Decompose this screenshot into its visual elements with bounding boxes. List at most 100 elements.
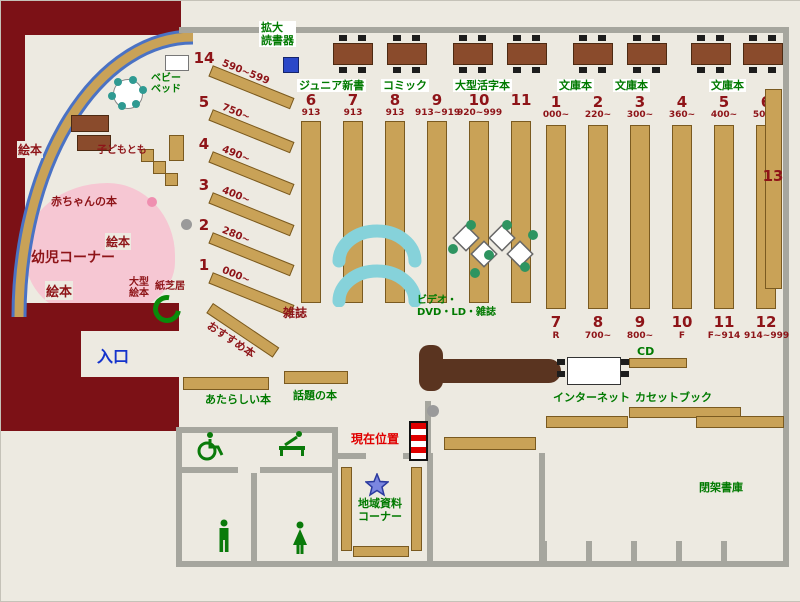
wall bbox=[676, 541, 682, 563]
wall bbox=[176, 427, 338, 433]
stack-range: F bbox=[678, 331, 686, 341]
stack-range: 000~ bbox=[542, 110, 570, 120]
stack-number: 3 bbox=[634, 93, 646, 111]
ehon-label: 絵本 bbox=[105, 233, 132, 250]
chair bbox=[652, 67, 660, 73]
recommended-books-shelf: おすすめ本 bbox=[197, 303, 280, 371]
ehon-label: 絵本 bbox=[17, 141, 44, 158]
stack-number: 9 bbox=[634, 313, 646, 331]
chair bbox=[579, 67, 587, 73]
shelf bbox=[353, 546, 409, 557]
stack-range: 800~ bbox=[626, 331, 654, 341]
stack-number: 7 bbox=[347, 91, 359, 109]
kodomo-tomo-label: 子どもとも bbox=[97, 145, 147, 156]
local-corner-label: 地域資料 コーナー bbox=[335, 497, 425, 523]
shelf bbox=[444, 437, 536, 450]
wall bbox=[332, 427, 338, 567]
stack-number: 10 bbox=[671, 313, 693, 331]
chair bbox=[358, 35, 366, 41]
stack-number: 12 bbox=[755, 313, 777, 331]
stool bbox=[132, 100, 140, 108]
new-books-label: あたらしい本 bbox=[205, 393, 271, 406]
stack-range: 220~ bbox=[584, 110, 612, 120]
shelf bbox=[165, 173, 178, 186]
cassette-label: カセットブック bbox=[635, 391, 712, 404]
chair bbox=[478, 67, 486, 73]
chair bbox=[633, 67, 641, 73]
av-label-line1: ビデオ・ bbox=[417, 295, 457, 306]
stack-shelf bbox=[765, 89, 782, 289]
stack-number: 5 bbox=[718, 93, 730, 111]
stack-number: 9 bbox=[431, 91, 443, 109]
internet-label: インターネット bbox=[553, 391, 630, 404]
stack-shelf bbox=[714, 125, 734, 309]
reading-table bbox=[691, 35, 731, 73]
stack-number: 8 bbox=[389, 91, 401, 109]
chair bbox=[598, 35, 606, 41]
chair bbox=[339, 67, 347, 73]
chair bbox=[412, 67, 420, 73]
stack-shelf bbox=[301, 121, 321, 303]
current-location-marker bbox=[409, 421, 428, 461]
shelf bbox=[411, 467, 422, 551]
chair bbox=[478, 35, 486, 41]
chair bbox=[459, 67, 467, 73]
magazine-rack bbox=[332, 224, 422, 307]
chair bbox=[749, 67, 757, 73]
reading-device-icon bbox=[283, 57, 299, 73]
reading-table bbox=[507, 35, 547, 73]
chair bbox=[621, 359, 629, 365]
wall bbox=[338, 453, 366, 459]
stack-range: 913~919 bbox=[415, 108, 461, 118]
kids-table bbox=[71, 115, 109, 132]
stool bbox=[147, 197, 157, 207]
stool bbox=[114, 78, 122, 86]
ehon-label: 絵本 bbox=[45, 281, 74, 300]
kids-shelf-number: 14 bbox=[193, 49, 215, 67]
chair bbox=[749, 35, 757, 41]
chair bbox=[513, 67, 521, 73]
av-label: ビデオ・ DVD・LD・雑誌 bbox=[417, 295, 496, 319]
reading-table bbox=[333, 35, 373, 73]
shelf bbox=[696, 416, 784, 428]
stack-number: 11 bbox=[713, 313, 735, 331]
stack-range: 300~ bbox=[626, 110, 654, 120]
chair bbox=[697, 67, 705, 73]
womens-room-icon bbox=[293, 521, 307, 554]
magazines-label: 雑誌 bbox=[283, 306, 308, 320]
stack-range: 913 bbox=[343, 108, 363, 118]
zoom-reader-line1: 拡大 bbox=[261, 21, 283, 34]
baby-bed-line1: ベビー bbox=[151, 73, 181, 84]
stack-range: F~914 bbox=[707, 331, 741, 341]
wall bbox=[631, 541, 637, 563]
star-icon bbox=[365, 473, 389, 497]
stack-number: 11 bbox=[510, 91, 532, 109]
stack-range: R bbox=[552, 331, 560, 341]
stool bbox=[108, 92, 116, 100]
wall bbox=[425, 401, 431, 455]
stack-shelf bbox=[546, 125, 566, 309]
stack-range: 913 bbox=[385, 108, 405, 118]
wall bbox=[182, 467, 238, 473]
wall bbox=[260, 467, 332, 473]
stack-number: 1 bbox=[550, 93, 562, 111]
chair bbox=[358, 67, 366, 73]
stack-number: 7 bbox=[550, 313, 562, 331]
current-location-label: 現在位置 bbox=[351, 432, 400, 446]
chair bbox=[393, 35, 401, 41]
chair bbox=[557, 359, 565, 365]
kids-shelf-number: 1 bbox=[198, 256, 210, 274]
large-ehon-label: 大型 絵本 bbox=[129, 277, 149, 299]
entrance-gap bbox=[81, 331, 179, 377]
stack-number: 8 bbox=[592, 313, 604, 331]
stack-shelf bbox=[630, 125, 650, 309]
chair bbox=[557, 371, 565, 377]
section-label-large-print: 大型活字本 bbox=[453, 79, 512, 92]
section-label-bunko: 文庫本 bbox=[709, 79, 746, 92]
reading-table bbox=[627, 35, 667, 73]
shelf bbox=[546, 416, 628, 428]
stack-number: 2 bbox=[592, 93, 604, 111]
wall bbox=[541, 541, 547, 563]
service-counter bbox=[431, 359, 561, 383]
